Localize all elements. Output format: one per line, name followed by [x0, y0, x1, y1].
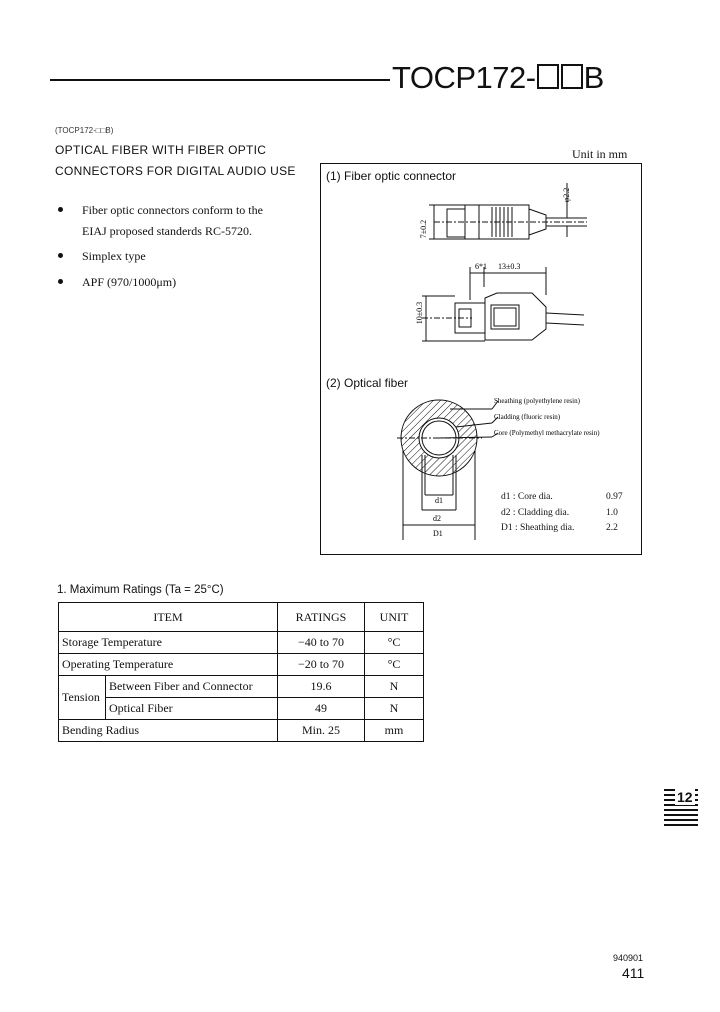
- table-row: Optical Fiber 49 N: [59, 697, 424, 720]
- row-value: −40 to 70: [277, 631, 365, 654]
- figure-section-1-label: (1) Fiber optic connector: [326, 169, 457, 183]
- title-prefix: TOCP172-: [392, 60, 536, 95]
- row-unit: N: [364, 697, 424, 720]
- row-item: Between Fiber and Connector: [105, 675, 278, 698]
- dim-phi22: φ2.2: [562, 188, 571, 203]
- technical-diagram: 7±0.2 φ2.2 6*1 13±0.3 10±0.3: [397, 183, 600, 540]
- legend-row: d1 : Core dia. 0.97: [501, 492, 623, 502]
- dim-ten: 10±0.3: [415, 302, 424, 324]
- header-ratings: RATINGS: [277, 602, 365, 632]
- table-row: Operating Temperature −20 to 70 °C: [58, 653, 424, 676]
- row-item: Optical Fiber: [105, 697, 278, 720]
- table-header-row: ITEM RATINGS UNIT: [58, 602, 424, 632]
- date-code: 940901: [613, 953, 644, 963]
- row-item: Operating Temperature: [58, 653, 278, 676]
- section-title: 1. Maximum Ratings (Ta = 25°C): [57, 584, 224, 596]
- bullet-icon: [58, 253, 63, 258]
- row-item: Bending Radius: [58, 719, 278, 742]
- feature-item: APF (970/1000μm): [82, 275, 177, 289]
- connector-top-view: [422, 267, 585, 342]
- fiber-cross-section: [397, 399, 499, 540]
- ratings-table: ITEM RATINGS UNIT Storage Temperature −4…: [58, 602, 424, 742]
- row-value: Min. 25: [277, 719, 365, 742]
- legend-value: 1.0: [606, 508, 618, 518]
- row-value: 19.6: [277, 675, 365, 698]
- legend-value: 2.2: [606, 523, 618, 533]
- row-unit: °C: [364, 653, 424, 676]
- tension-label: Tension: [58, 675, 106, 720]
- header-item: ITEM: [58, 602, 278, 632]
- callout-core: Core (Polymethyl methacrylate resin): [494, 429, 600, 437]
- connector-side-view: [429, 183, 587, 240]
- bullet-icon: [58, 279, 63, 284]
- title-suffix: B: [583, 60, 605, 95]
- header-unit: UNIT: [364, 602, 424, 632]
- dim-seven: 7±0.2: [419, 220, 428, 238]
- row-unit: mm: [364, 719, 424, 742]
- figure-section-2-label: (2) Optical fiber: [326, 376, 409, 390]
- feature-item: Fiber optic connectors conform to the: [82, 203, 263, 217]
- feature-item: EIAJ proposed standerds RC-5720.: [82, 224, 252, 238]
- title-placeholder-box-2: [560, 64, 583, 89]
- bullet-icon: [58, 207, 63, 212]
- page-title: TOCP172- B: [392, 60, 604, 96]
- table-row: Storage Temperature −40 to 70 °C: [58, 631, 424, 654]
- figure-frame: [320, 163, 642, 555]
- table-row: Tension Between Fiber and Connector 19.6…: [58, 675, 424, 720]
- dim-d2: d2: [433, 514, 441, 523]
- dim-D1: D1: [433, 529, 443, 538]
- callout-sheathing: Sheathing (polyethylene resin): [494, 397, 581, 405]
- row-item: Storage Temperature: [58, 631, 278, 654]
- part-number-small: (TOCP172-□□B): [55, 126, 114, 135]
- dim-thirteen: 13±0.3: [498, 262, 520, 271]
- legend-row: d2 : Cladding dia. 1.0: [501, 508, 618, 518]
- dim-six: 6*1: [475, 262, 487, 271]
- callout-cladding: Cladding (fluoric resin): [494, 413, 561, 421]
- unit-label: Unit in mm: [572, 147, 628, 161]
- legend-label: d1 : Core dia.: [501, 492, 553, 502]
- legend-label: d2 : Cladding dia.: [501, 508, 570, 518]
- table-row: Bending Radius Min. 25 mm: [58, 719, 424, 742]
- legend-value: 0.97: [606, 492, 623, 502]
- legend-row: D1 : Sheathing dia. 2.2: [501, 523, 618, 533]
- header-rule: [50, 79, 390, 81]
- page-number: 411: [622, 965, 645, 981]
- title-placeholder-box-1: [536, 64, 559, 89]
- dim-d1: d1: [435, 496, 443, 505]
- feature-item: Simplex type: [82, 249, 146, 263]
- description-line-1: OPTICAL FIBER WITH FIBER OPTIC: [55, 143, 267, 157]
- row-unit: N: [364, 675, 424, 698]
- row-value: −20 to 70: [277, 653, 365, 676]
- row-unit: °C: [364, 631, 424, 654]
- row-value: 49: [277, 697, 365, 720]
- legend-label: D1 : Sheathing dia.: [501, 523, 575, 533]
- description-line-2: CONNECTORS FOR DIGITAL AUDIO USE: [55, 164, 296, 178]
- section-tab-number: 12: [675, 789, 695, 805]
